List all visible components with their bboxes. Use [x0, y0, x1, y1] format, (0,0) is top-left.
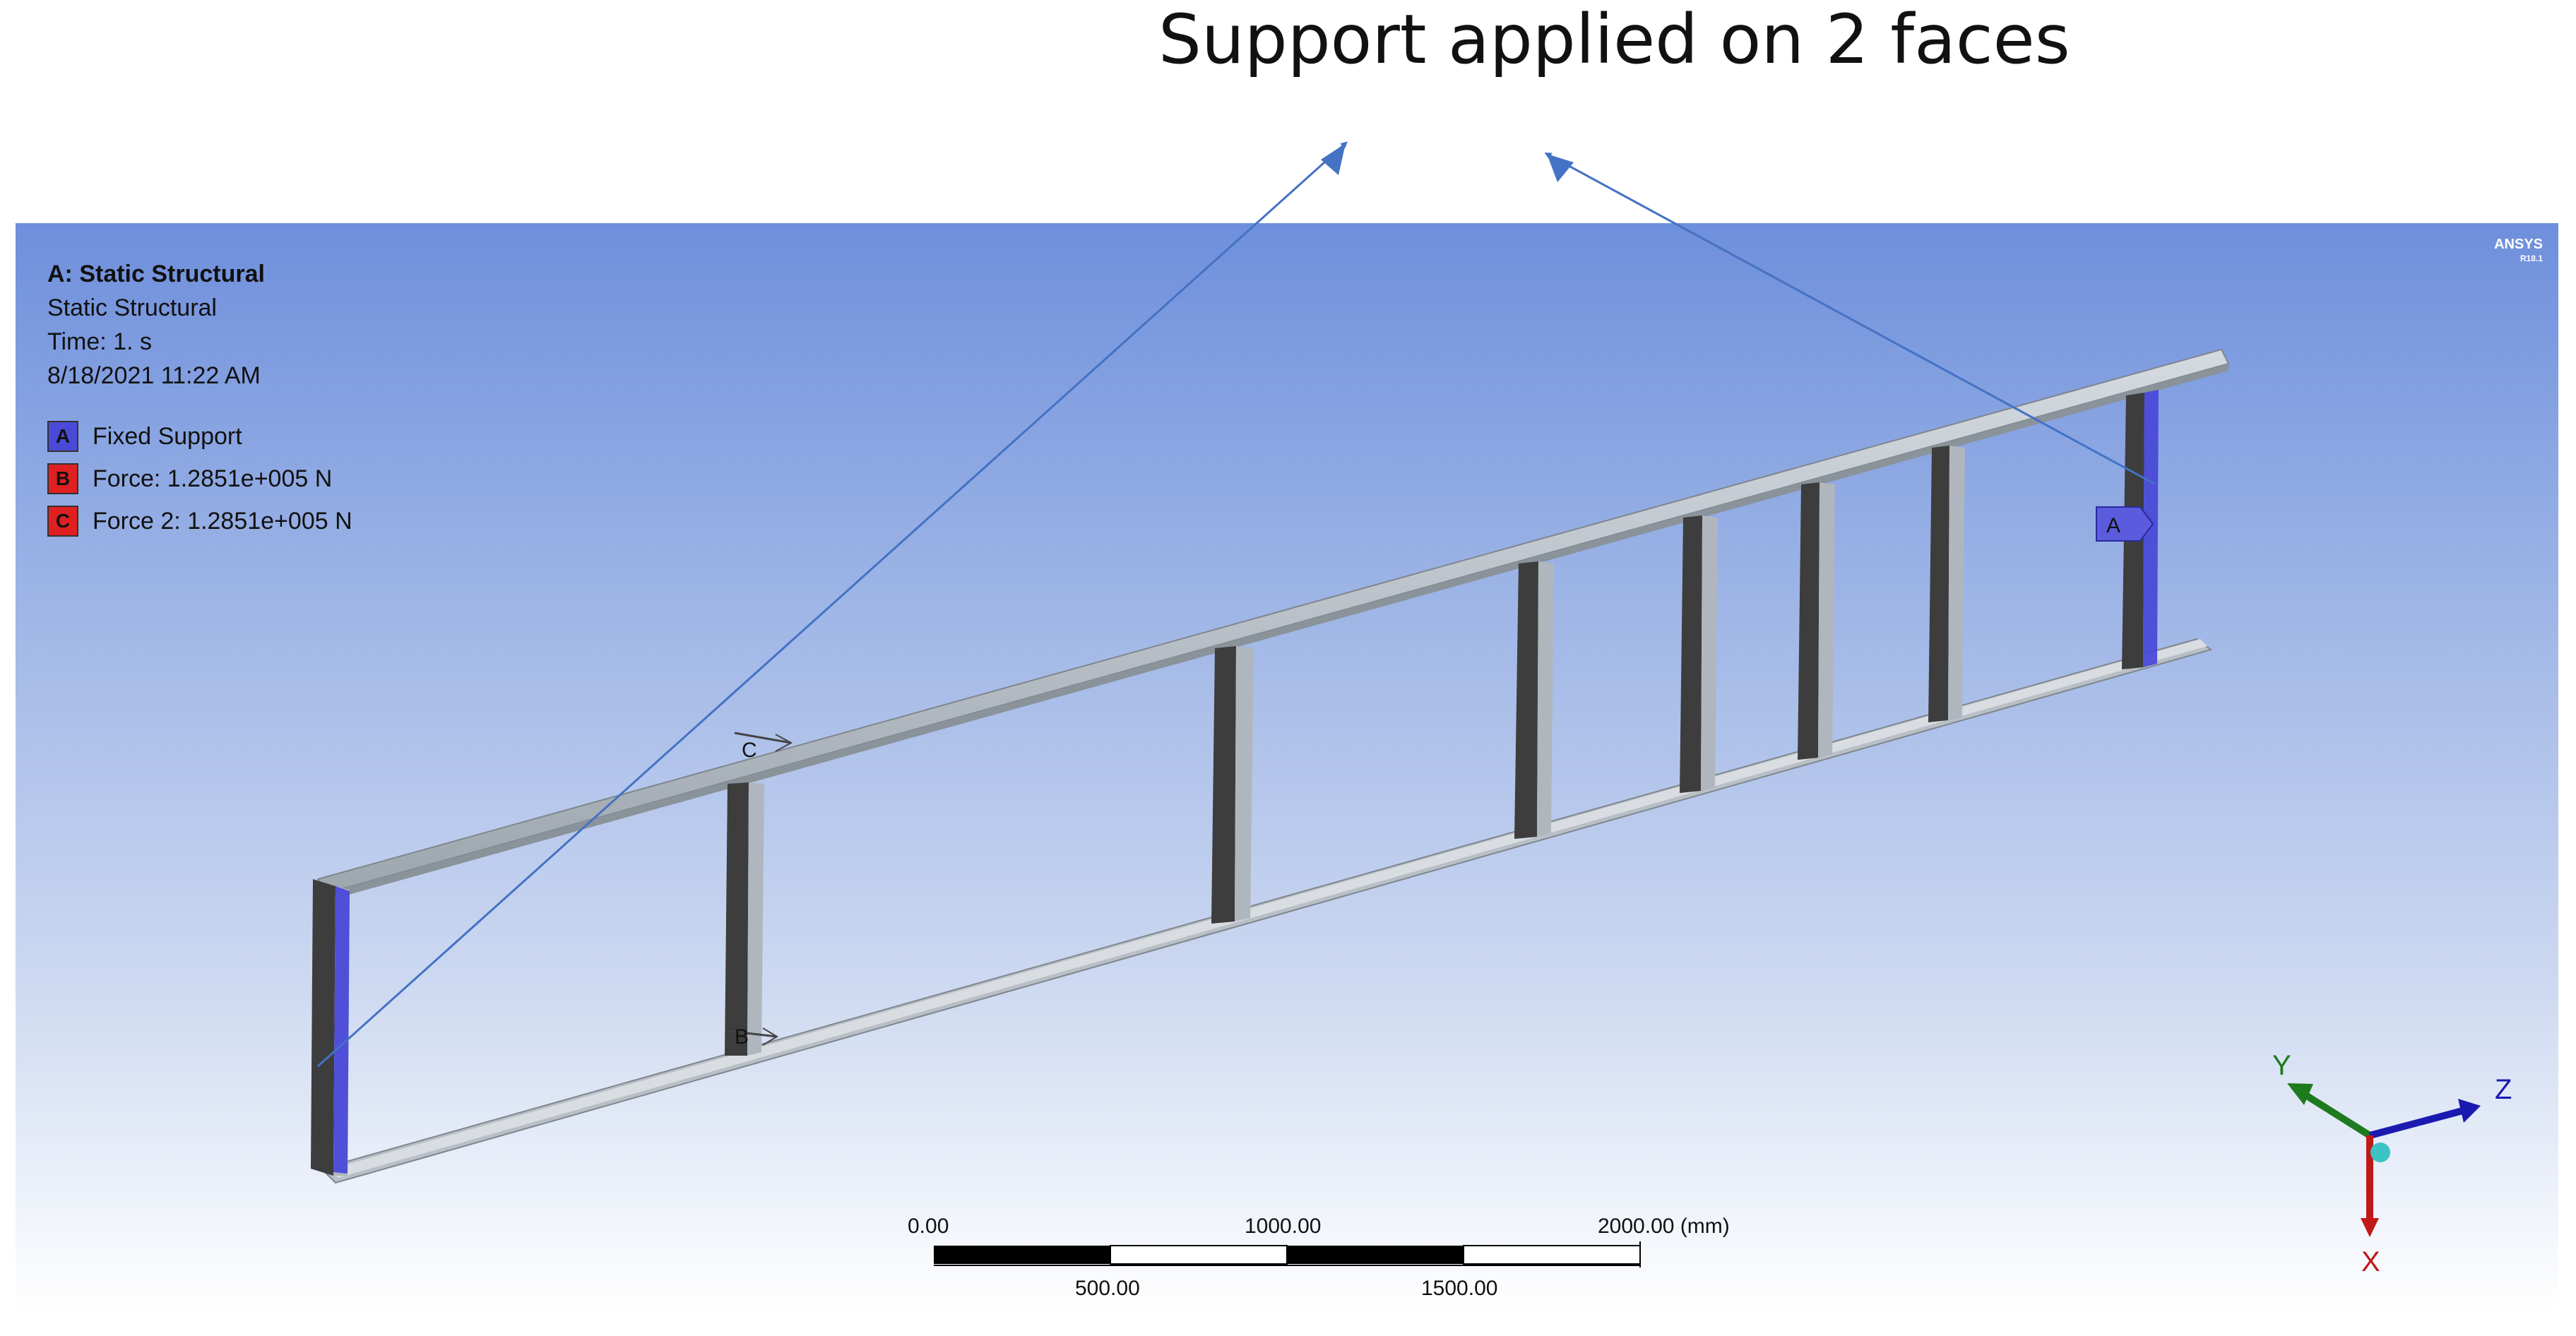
- top-rail-side: [326, 364, 2228, 900]
- ansys-logo: ANSYS R18.1: [2494, 237, 2543, 263]
- scale-bar: 0.00 1000.00 2000.00 (mm) 500.00 1500.00: [908, 1215, 1730, 1300]
- fixed-support-face-right[interactable]: [2143, 390, 2159, 667]
- legend-label-c: Force 2: 1.2851e+005 N: [93, 507, 352, 535]
- svg-text:A: A: [2106, 514, 2120, 537]
- legend-key-a: A: [47, 421, 78, 452]
- callout-arrow-right: [1544, 153, 2155, 485]
- legend-key-c: C: [47, 506, 78, 537]
- vertical-posts[interactable]: [311, 393, 2144, 1176]
- legend-label-a: Fixed Support: [93, 422, 242, 450]
- legend-item-fixed-support[interactable]: A Fixed Support: [47, 418, 242, 455]
- scale-label-1500: 1500.00: [1421, 1277, 1497, 1300]
- scale-label-1000: 1000.00: [1245, 1215, 1321, 1238]
- callout-arrow-left: [316, 141, 1348, 1068]
- marker-a[interactable]: A: [2096, 506, 2154, 542]
- svg-text:C: C: [742, 739, 757, 762]
- scale-label-0: 0.00: [908, 1215, 949, 1238]
- bottom-rail-side: [332, 639, 2207, 1178]
- legend-item-force[interactable]: B Force: 1.2851e+005 N: [47, 460, 332, 497]
- fixed-support-face-left[interactable]: [333, 886, 350, 1174]
- scale-label-2000: 2000.00 (mm): [1598, 1215, 1730, 1238]
- legend-label-b: Force: 1.2851e+005 N: [93, 465, 333, 492]
- analysis-type: Static Structural: [47, 294, 217, 321]
- legend-item-force-2[interactable]: C Force 2: 1.2851e+005 N: [47, 503, 352, 539]
- scale-label-500: 500.00: [1075, 1277, 1140, 1300]
- marker-c[interactable]: C: [734, 732, 793, 762]
- triad-y-label: Y: [2272, 1050, 2291, 1081]
- analysis-timestamp: 8/18/2021 11:22 AM: [47, 362, 261, 389]
- annotation-title: Support applied on 2 faces: [1158, 0, 2070, 79]
- triad-x-label: X: [2361, 1246, 2380, 1277]
- analysis-time: Time: 1. s: [47, 328, 152, 355]
- marker-b[interactable]: B: [727, 1025, 778, 1049]
- triad-z-label: Z: [2495, 1074, 2512, 1105]
- analysis-info: A: Static Structural Static Structural T…: [47, 257, 265, 393]
- legend-key-b: B: [47, 463, 78, 494]
- svg-text:B: B: [735, 1025, 749, 1049]
- axis-triad[interactable]: Y Z X: [2272, 1050, 2512, 1277]
- analysis-title: A: Static Structural: [47, 261, 265, 287]
